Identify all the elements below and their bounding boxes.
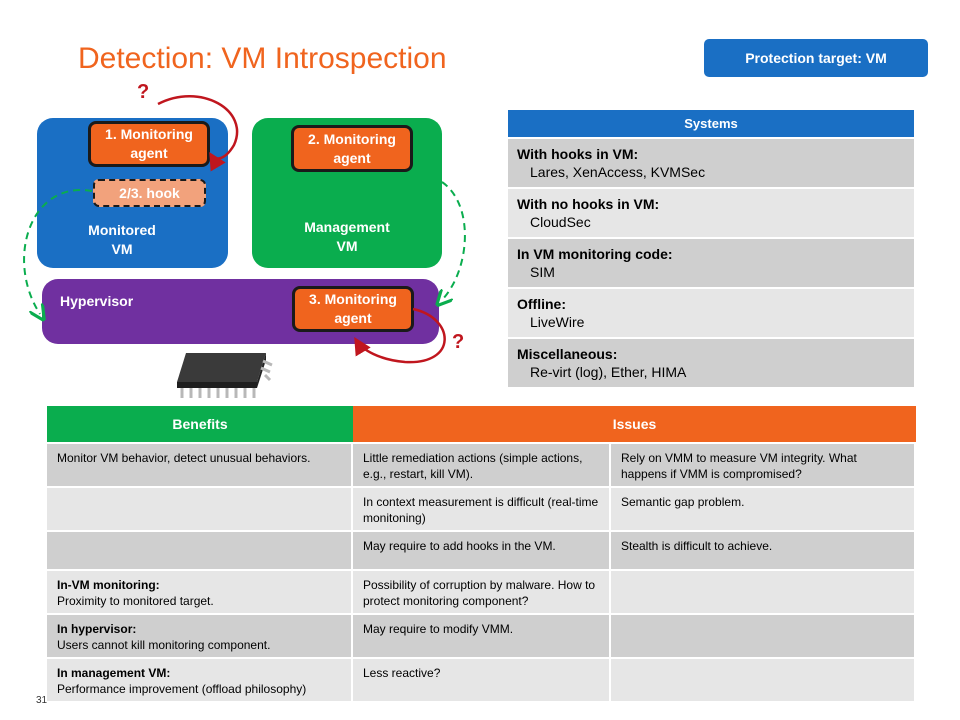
issue-cell: Less reactive? [353,657,611,701]
slide-title: Detection: VM Introspection [78,42,447,75]
monitoring-agent-2: 2. Monitoring agent [291,125,413,172]
issue-cell [611,657,916,701]
issues-header: Issues [353,406,916,442]
systems-header: Systems [508,110,914,137]
systems-row-value: LiveWire [530,314,585,330]
systems-row-heading: Offline: [517,296,566,312]
systems-row: In VM monitoring code: SIM [508,237,914,287]
issue-cell: May require to add hooks in the VM. [353,530,611,569]
management-vm-label: Management VM [304,219,390,254]
table-row: In hypervisor: Users cannot kill monitor… [47,613,916,657]
benefits-header: Benefits [47,406,353,442]
dashed-arrow-left [23,188,93,314]
issue-cell [611,569,916,613]
systems-row: Miscellaneous: Re-virt (log), Ether, HIM… [508,337,914,387]
protection-target-badge: Protection target: VM [704,39,928,77]
loop-arrow-bottom [354,307,446,364]
systems-row-heading: Miscellaneous: [517,346,618,362]
systems-row-heading: In VM monitoring code: [517,246,673,262]
issue-cell: Rely on VMM to measure VM integrity. Wha… [611,442,916,486]
issue-cell: Semantic gap problem. [611,486,916,530]
systems-row: Offline: LiveWire [508,287,914,337]
systems-row-value: Re-virt (log), Ether, HIMA [530,364,687,380]
table-row: Monitor VM behavior, detect unusual beha… [47,442,916,486]
systems-table: Systems With hooks in VM: Lares, XenAcce… [508,110,914,387]
question-mark-top: ? [137,81,150,103]
table-row: In context measurement is difficult (rea… [47,486,916,530]
issue-cell [611,613,916,657]
page-number: 31 [36,695,48,706]
monitoring-agent-3: 3. Monitoring agent [292,286,414,332]
benefit-cell: In management VM: Performance improvemen… [47,657,353,701]
dashed-arrow-right [442,181,466,300]
systems-row-value: SIM [530,264,555,280]
hypervisor-label: Hypervisor [60,293,134,309]
systems-row-heading: With no hooks in VM: [517,196,660,212]
benefits-issues-table: Benefits Issues Monitor VM behavior, det… [47,406,916,701]
table-row: May require to add hooks in the VM. Stea… [47,530,916,569]
issue-cell: Possibility of corruption by malware. Ho… [353,569,611,613]
systems-row-heading: With hooks in VM: [517,146,639,162]
issue-cell: Little remediation actions (simple actio… [353,442,611,486]
systems-row: With no hooks in VM: CloudSec [508,187,914,237]
table-row: In-VM monitoring: Proximity to monitored… [47,569,916,613]
benefit-cell: In hypervisor: Users cannot kill monitor… [47,613,353,657]
benefit-cell: Monitor VM behavior, detect unusual beha… [47,442,353,486]
question-mark-bottom: ? [452,331,465,353]
cpu-chip-icon [177,353,273,398]
benefit-cell [47,530,353,569]
loop-arrow-top [157,94,239,172]
systems-row-value: CloudSec [530,214,591,230]
monitoring-agent-1: 1. Monitoring agent [88,121,210,167]
monitored-vm-label: Monitored VM [88,222,156,257]
systems-row: With hooks in VM: Lares, XenAccess, KVMS… [508,137,914,187]
hook-box: 2/3. hook [93,179,206,207]
benefit-cell [47,486,353,530]
benefit-cell: In-VM monitoring: Proximity to monitored… [47,569,353,613]
systems-row-value: Lares, XenAccess, KVMSec [530,164,706,180]
issue-cell: Stealth is difficult to achieve. [611,530,916,569]
issue-cell: In context measurement is difficult (rea… [353,486,611,530]
table-row: In management VM: Performance improvemen… [47,657,916,701]
issue-cell: May require to modify VMM. [353,613,611,657]
protection-target-label: Protection target: VM [745,50,887,66]
